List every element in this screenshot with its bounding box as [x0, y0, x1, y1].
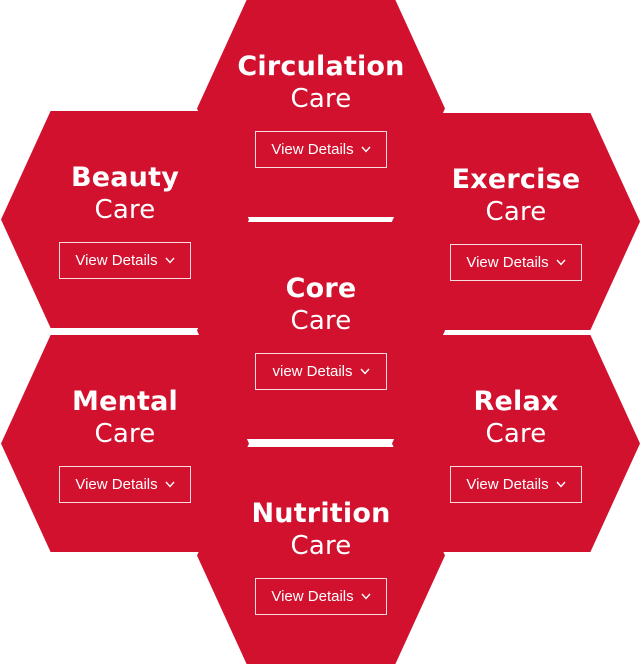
view-details-button-exercise[interactable]: View Details	[450, 244, 582, 281]
hex-exercise-care: Exercise Care View Details	[392, 113, 640, 330]
view-details-button-mental[interactable]: View Details	[59, 466, 191, 503]
hex-nutrition-care: Nutrition Care View Details	[197, 447, 445, 664]
hex-title-light: Care	[290, 84, 352, 114]
hex-mental-care: Mental Care View Details	[1, 335, 249, 552]
hex-title-bold: Circulation	[237, 51, 405, 82]
hex-title-light: Care	[485, 197, 547, 227]
chevron-down-icon	[361, 593, 371, 600]
hex-title-bold: Mental	[72, 386, 178, 417]
hex-title: Circulation Care	[237, 50, 404, 116]
hex-title: Nutrition Care	[251, 497, 390, 563]
view-details-button-relax[interactable]: View Details	[450, 466, 582, 503]
view-details-button-beauty[interactable]: View Details	[59, 242, 191, 279]
hex-core-care: Core Care view Details	[197, 222, 445, 439]
hex-circulation-care: Circulation Care View Details	[197, 0, 445, 217]
hex-title-bold: Nutrition	[251, 498, 391, 529]
hex-relax-care: Relax Care View Details	[392, 335, 640, 552]
button-label: View Details	[466, 254, 549, 271]
hex-title-bold: Beauty	[70, 162, 180, 193]
chevron-down-icon	[361, 146, 371, 153]
button-label: View Details	[75, 476, 158, 493]
chevron-down-icon	[165, 481, 175, 488]
hex-title: Mental Care	[72, 385, 178, 451]
button-label: View Details	[271, 588, 354, 605]
chevron-down-icon	[165, 257, 175, 264]
chevron-down-icon	[359, 368, 370, 375]
hex-title: Core Care	[286, 272, 357, 338]
hex-beauty-care: Beauty Care View Details	[1, 111, 249, 328]
hex-title-light: Care	[485, 419, 547, 449]
button-label: View Details	[75, 252, 158, 269]
view-details-button-core[interactable]: view Details	[255, 353, 387, 390]
hex-title: Beauty Care	[71, 161, 179, 227]
view-details-button-nutrition[interactable]: View Details	[255, 578, 387, 615]
hex-title-light: Care	[290, 531, 352, 561]
chevron-down-icon	[556, 481, 566, 488]
hex-title-light: Care	[94, 195, 156, 225]
button-label: View Details	[271, 141, 354, 158]
hex-title-light: Care	[94, 419, 156, 449]
hex-title: Exercise Care	[452, 163, 581, 229]
view-details-button-circulation[interactable]: View Details	[255, 131, 387, 168]
button-label: View Details	[466, 476, 549, 493]
button-label: view Details	[272, 363, 353, 380]
hex-title-bold: Core	[285, 273, 357, 304]
hex-title-bold: Exercise	[451, 164, 581, 195]
chevron-down-icon	[556, 259, 566, 266]
hex-title: Relax Care	[474, 385, 559, 451]
hex-title-light: Care	[290, 306, 352, 336]
hex-title-bold: Relax	[473, 386, 559, 417]
